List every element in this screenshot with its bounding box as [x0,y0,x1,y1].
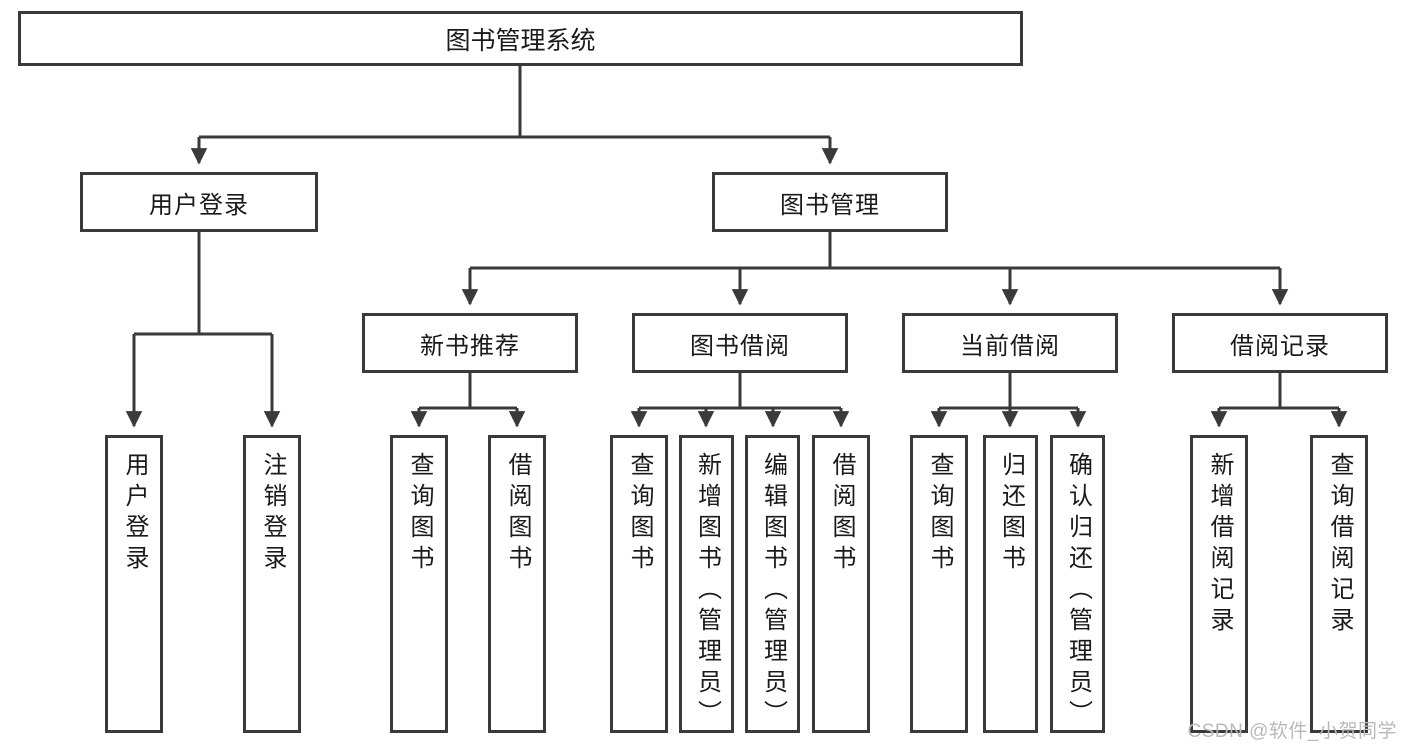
node-current-borrow[interactable]: 当前借阅 [902,313,1118,373]
node-leaf-edit-book-label: 编辑图书（管理员） [759,452,787,731]
node-leaf-add-record-label: 新增借阅记录 [1206,452,1233,638]
node-leaf-borrow-book-1-label: 借阅图书 [504,452,531,576]
node-leaf-query-book-2[interactable]: 查询图书 [610,435,668,733]
node-leaf-add-book[interactable]: 新增图书（管理员） [679,435,734,733]
node-new-book-recommend[interactable]: 新书推荐 [362,313,578,373]
node-leaf-return-book-label: 归还图书 [997,452,1025,576]
node-leaf-query-record[interactable]: 查询借阅记录 [1310,435,1368,733]
node-root-label: 图书管理系统 [445,26,596,55]
node-leaf-user-login[interactable]: 用户登录 [105,435,163,733]
node-user-login[interactable]: 用户登录 [80,172,318,232]
node-leaf-query-book-1[interactable]: 查询图书 [390,435,448,733]
node-leaf-confirm-return[interactable]: 确认归还（管理员） [1050,435,1105,733]
node-leaf-user-logout-label: 注销登录 [259,452,286,576]
node-leaf-borrow-book-2-label: 借阅图书 [828,452,855,576]
node-book-borrow[interactable]: 图书借阅 [632,313,848,373]
node-book-manage-label: 图书管理 [780,191,880,219]
node-current-borrow-label: 当前借阅 [960,332,1060,360]
node-leaf-edit-book[interactable]: 编辑图书（管理员） [745,435,800,733]
node-leaf-user-login-label: 用户登录 [121,452,148,576]
node-user-login-label: 用户登录 [149,191,249,219]
node-borrow-record-label: 借阅记录 [1230,332,1330,360]
node-borrow-record[interactable]: 借阅记录 [1172,313,1388,373]
node-leaf-return-book[interactable]: 归还图书 [983,435,1038,733]
node-root[interactable]: 图书管理系统 [18,11,1023,66]
node-new-book-recommend-label: 新书推荐 [420,332,520,360]
node-leaf-user-logout[interactable]: 注销登录 [243,435,301,733]
node-leaf-borrow-book-2[interactable]: 借阅图书 [812,435,870,733]
node-leaf-query-record-label: 查询借阅记录 [1326,452,1353,638]
node-leaf-confirm-return-label: 确认归还（管理员） [1064,452,1092,731]
node-leaf-add-book-label: 新增图书（管理员） [693,452,721,731]
watermark: CSDN @软件_小贺同学 [1187,721,1397,742]
node-book-manage[interactable]: 图书管理 [712,172,948,232]
node-leaf-query-book-3[interactable]: 查询图书 [910,435,968,733]
node-leaf-add-record[interactable]: 新增借阅记录 [1190,435,1248,733]
node-leaf-query-book-1-label: 查询图书 [406,452,433,576]
node-book-borrow-label: 图书借阅 [690,332,790,360]
node-leaf-query-book-3-label: 查询图书 [926,452,953,576]
node-leaf-query-book-2-label: 查询图书 [626,452,653,576]
node-leaf-borrow-book-1[interactable]: 借阅图书 [488,435,546,733]
